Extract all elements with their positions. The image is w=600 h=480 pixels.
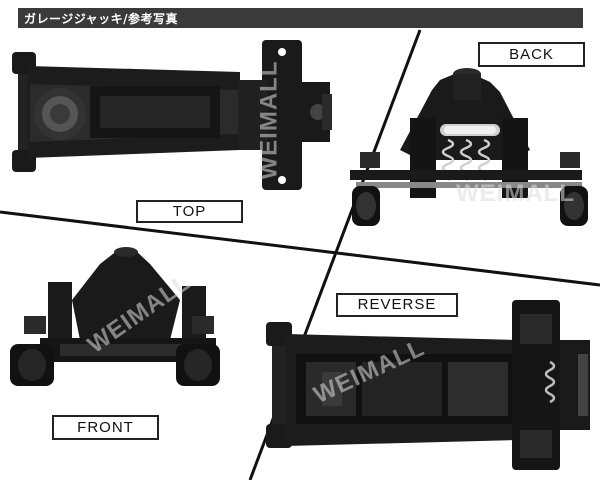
jack-back-view <box>350 68 588 226</box>
view-label-front: FRONT <box>52 415 159 440</box>
header-title: ガレージジャッキ/参考写真 <box>24 12 179 26</box>
horizontal-divider <box>0 210 600 287</box>
jack-reverse-view <box>266 300 590 470</box>
view-label-back: BACK <box>478 42 585 67</box>
view-label-reverse: REVERSE <box>336 293 458 317</box>
view-label-top: TOP <box>136 200 243 223</box>
jack-top-view <box>12 40 332 190</box>
jack-front-view <box>10 247 220 386</box>
header-bar: ガレージジャッキ/参考写真 <box>18 8 583 28</box>
